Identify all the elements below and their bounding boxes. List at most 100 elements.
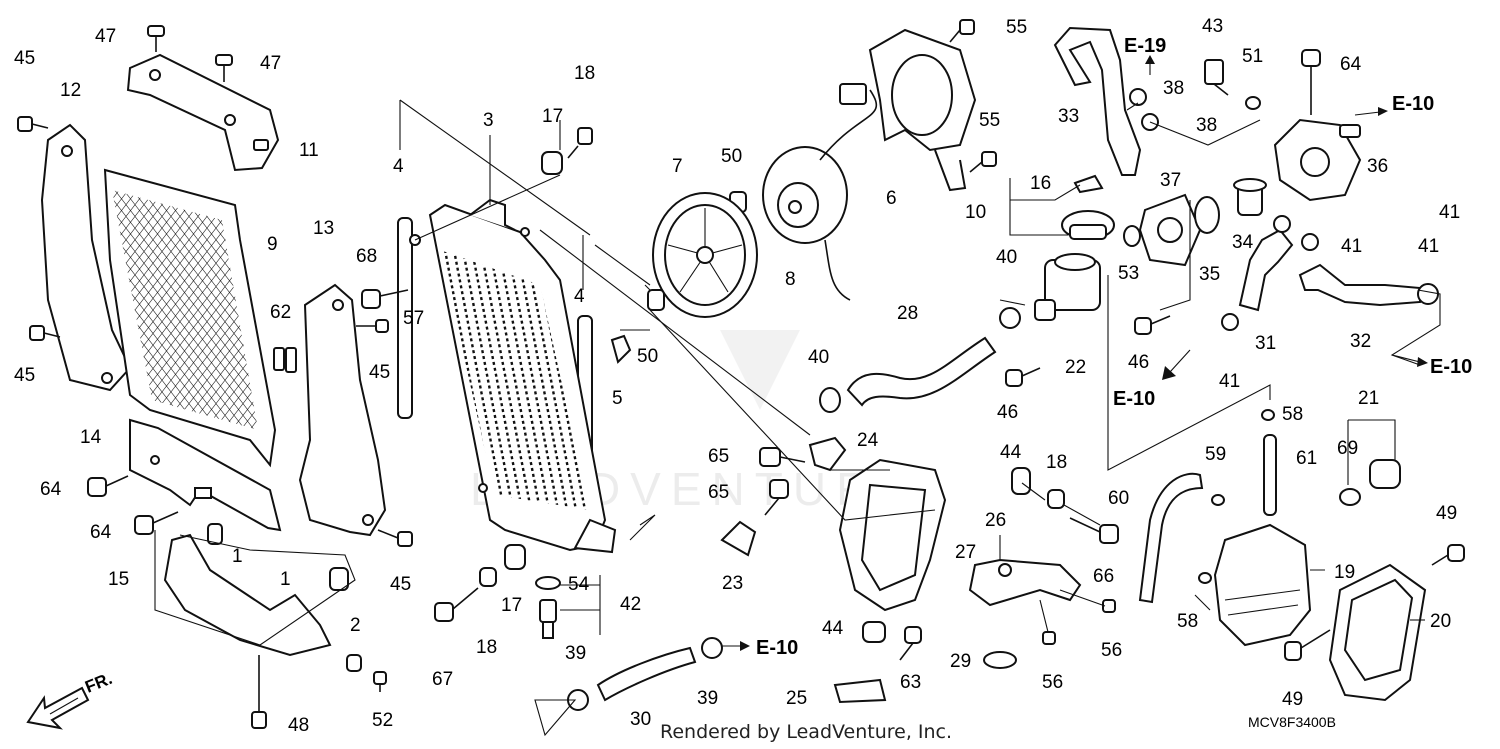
callout: 7: [672, 156, 683, 177]
bolt-67: [434, 587, 479, 622]
shroud-grommet: [362, 514, 374, 526]
callout: 39: [697, 688, 718, 709]
bolt-49: [1431, 544, 1465, 566]
reference-labels: E-19 E-10 E-10 E-10 E-10: [756, 35, 1472, 659]
callout: 45: [14, 365, 35, 386]
clip-58: [1198, 572, 1212, 584]
callout: 52: [372, 710, 393, 731]
callout: 55: [979, 110, 1000, 131]
clamp-38: [1129, 88, 1147, 106]
callout: 62: [270, 302, 291, 323]
hose-30: [596, 646, 697, 702]
bolt-52: [373, 671, 387, 692]
callout: 45: [14, 48, 35, 69]
callout: 22: [1065, 357, 1086, 378]
callout: 64: [1340, 54, 1362, 75]
bolt-48: [251, 655, 267, 729]
bracket-26: [968, 558, 1082, 607]
front-arrow-icon: [26, 686, 90, 730]
callout-numbers: 45 12 45 47 47 11 9 13 62 14 64 64 1 15 …: [14, 16, 1460, 736]
callout: 16: [1030, 173, 1051, 194]
water-pump-cover-36: [1273, 118, 1362, 202]
seal-16: [1073, 174, 1104, 194]
callout: 47: [260, 53, 281, 74]
callout: 44: [822, 618, 844, 639]
callout: 46: [1128, 352, 1149, 373]
callout: 57: [403, 308, 424, 329]
bolt-45: [29, 325, 61, 341]
washer-69: [1339, 488, 1361, 506]
reference-label: E-19: [1124, 35, 1166, 57]
callout: 30: [630, 709, 651, 730]
bolt-49: [1284, 629, 1331, 661]
callout: 46: [997, 402, 1018, 423]
thermostat-housing-22: [1034, 253, 1101, 321]
credit-text: Rendered by LeadVenture, Inc.: [660, 721, 952, 743]
callout: 39: [565, 643, 586, 664]
grommet-44: [1011, 467, 1031, 495]
fan-connector: [839, 83, 867, 105]
grommet-1: [207, 523, 223, 545]
hose-31: [1238, 228, 1294, 312]
callout: 18: [574, 63, 595, 84]
callout: 40: [808, 347, 829, 368]
upper-bracket: [126, 53, 280, 172]
callout: 17: [542, 106, 563, 127]
callout: 64: [40, 479, 62, 500]
reservoir-cover-20: [1328, 563, 1427, 702]
callout: 9: [267, 234, 278, 255]
clamp-41: [1221, 313, 1239, 331]
gasket-37: [1138, 193, 1202, 267]
callout: 1: [232, 546, 243, 567]
reservoir-tank-19: [1213, 523, 1312, 647]
reference-arrows: [722, 55, 1428, 651]
radiator-filler-neck: [469, 198, 516, 231]
callout: 35: [1199, 264, 1220, 285]
grommet-17: [504, 544, 526, 570]
clip-58: [1261, 409, 1275, 421]
radiator-mount: [520, 227, 530, 237]
callout: 18: [1046, 452, 1067, 473]
fan-motor: [762, 89, 878, 301]
clamp-40: [999, 307, 1021, 329]
callout: 36: [1367, 156, 1388, 177]
hose-60: [1138, 472, 1204, 604]
hose-28: [846, 336, 997, 407]
o-ring-53: [1123, 225, 1141, 247]
callout: 41: [1418, 236, 1439, 257]
reference-label: E-10: [756, 637, 798, 659]
sensor-43: [1204, 59, 1229, 96]
callout: 53: [1118, 263, 1139, 284]
callout: 64: [90, 522, 112, 543]
grommet-29: [983, 651, 1017, 669]
callout: 13: [313, 218, 334, 239]
hose-32: [1298, 263, 1421, 307]
bracket-25: [833, 678, 887, 704]
bolt-55: [969, 151, 997, 173]
collar-2: [346, 654, 362, 672]
callout: 6: [886, 188, 897, 209]
callout: 23: [722, 573, 743, 594]
callout: 40: [996, 247, 1017, 268]
callout: 1: [280, 569, 291, 590]
reference-label: E-10: [1430, 356, 1472, 378]
bolt-55: [949, 19, 975, 43]
front-label: FR.: [82, 669, 115, 697]
thermostat-34: [1233, 178, 1267, 216]
bolt-56: [1042, 631, 1056, 645]
callout: 32: [1350, 331, 1371, 352]
callout: 37: [1160, 170, 1181, 191]
callout: 4: [574, 286, 585, 307]
callout: 50: [721, 146, 742, 167]
callout: 48: [288, 715, 309, 736]
callout: 59: [1205, 444, 1226, 465]
callout: 56: [1101, 640, 1122, 661]
callout: 63: [900, 672, 921, 693]
o-ring-54: [535, 576, 561, 590]
clamp-41: [1301, 233, 1319, 251]
callout: 3: [483, 110, 494, 131]
callout: 21: [1358, 388, 1379, 409]
bolt-64: [134, 511, 179, 535]
